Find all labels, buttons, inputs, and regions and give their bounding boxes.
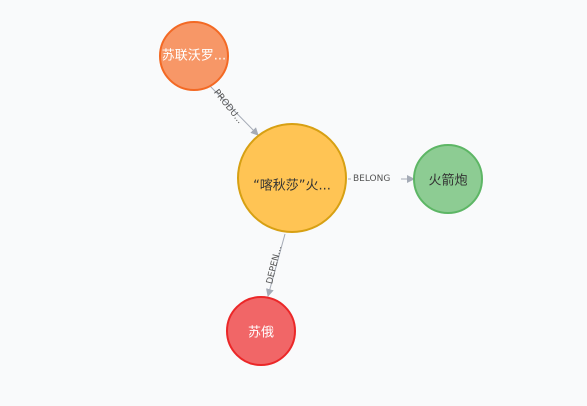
node-soviet-voronezh[interactable]: 苏联沃罗...: [159, 21, 229, 91]
edge-produ-label: PRODU...: [211, 88, 244, 126]
edge-produ-line: [208, 84, 259, 136]
edge-belong-label-bg: [351, 172, 401, 186]
edge-produ[interactable]: PRODU...: [208, 84, 259, 136]
edge-depen-label: DEPEN...: [265, 245, 284, 285]
node-rocket-artillery[interactable]: 火箭炮: [413, 144, 483, 214]
edge-belong-label: BELONG: [353, 174, 390, 184]
node-katyusha-rocket-label: “喀秋莎”火...: [253, 178, 331, 194]
node-soviet-russia-circle: [226, 296, 296, 366]
edge-belong[interactable]: BELONG: [348, 172, 415, 186]
node-soviet-russia-label: 苏俄: [248, 325, 274, 341]
node-soviet-voronezh-label: 苏联沃罗...: [162, 48, 226, 64]
edge-depen[interactable]: DEPEN...: [265, 233, 286, 297]
node-rocket-artillery-label: 火箭炮: [428, 173, 467, 189]
node-katyusha-rocket[interactable]: “喀秋莎”火...: [237, 123, 347, 233]
node-soviet-voronezh-circle: [159, 21, 229, 91]
node-soviet-russia[interactable]: 苏俄: [226, 296, 296, 366]
node-katyusha-rocket-circle: [237, 123, 347, 233]
edge-depen-line: [265, 233, 286, 297]
node-rocket-artillery-circle: [413, 144, 483, 214]
